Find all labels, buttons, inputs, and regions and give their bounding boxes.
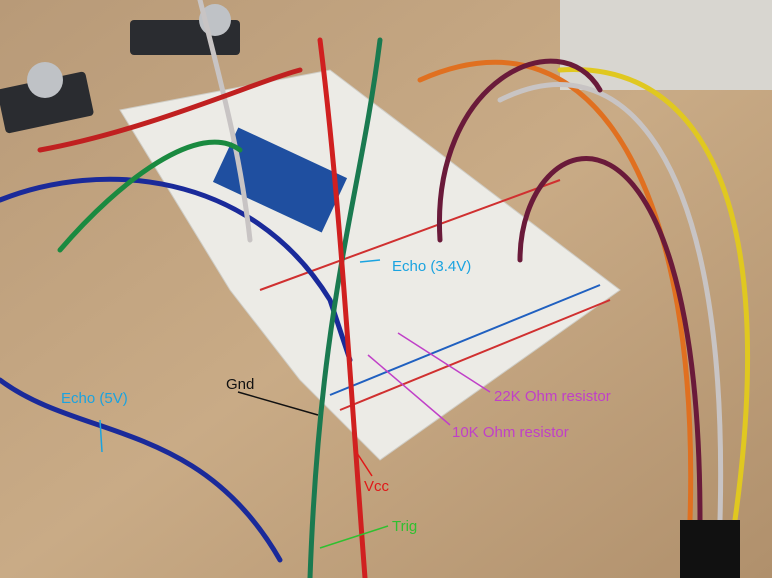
label-echo-5v: Echo (5V) <box>61 390 128 407</box>
wire-connector <box>680 520 740 578</box>
label-trig: Trig <box>392 518 418 535</box>
label-10k-resistor: 10K Ohm resistor <box>452 424 569 441</box>
wall <box>560 0 772 90</box>
annotation-lines <box>99 259 491 549</box>
label-22k-resistor: 22K Ohm resistor <box>494 388 611 405</box>
label-echo-3v4: Echo (3.4V) <box>392 258 472 275</box>
label-gnd: Gnd <box>226 376 255 393</box>
arduino-board <box>212 127 348 233</box>
label-vcc: Vcc <box>364 478 390 495</box>
jumper-wires <box>0 0 751 578</box>
